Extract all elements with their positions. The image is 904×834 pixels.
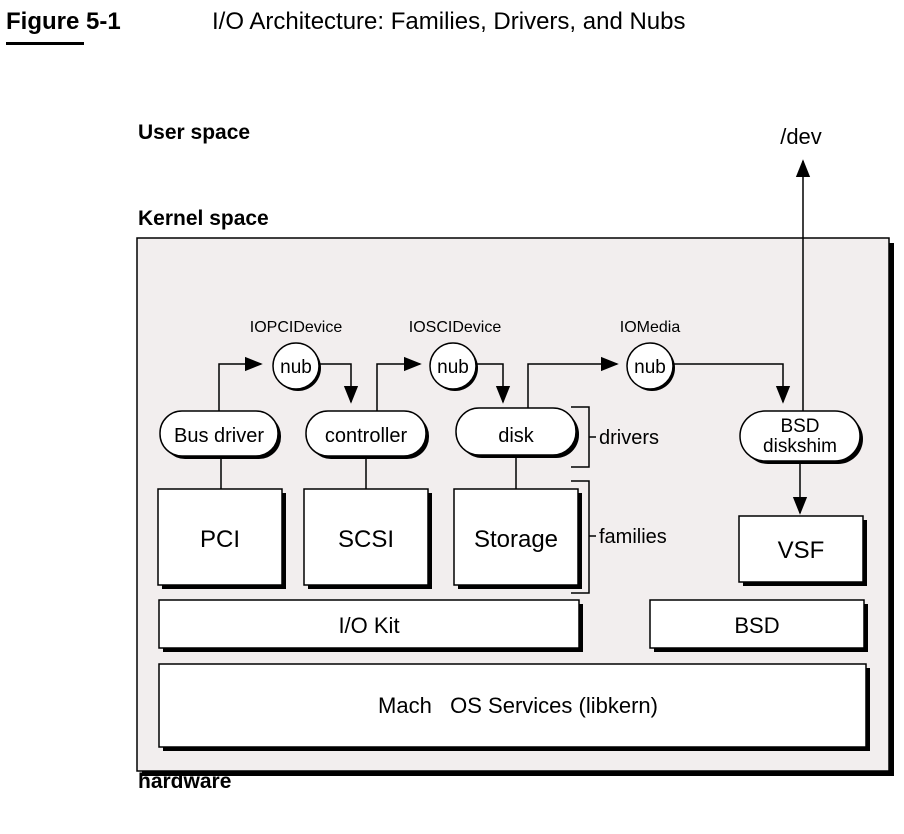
driver-bsd-diskshim-line1: BSD — [780, 416, 819, 437]
figure-label-underline — [6, 42, 84, 45]
layer-iokit-label: I/O Kit — [338, 613, 399, 638]
layer-mach — [158, 663, 867, 748]
arrow-nub-to-controller — [319, 363, 359, 404]
driver-disk — [455, 407, 577, 456]
figure-label: Figure 5-1 — [6, 8, 121, 35]
nub-class-iopcidevice: IOPCIDevice — [250, 319, 343, 336]
family-vsf-label: VSF — [778, 537, 825, 564]
layer-mach-label: Mach OS Services (libkern) — [378, 693, 658, 718]
layer-iokit — [158, 599, 580, 649]
nub-pci — [272, 342, 320, 390]
driver-bsd-diskshim-line2: diskshim — [763, 436, 837, 457]
user-space-label: User space — [138, 121, 251, 144]
arrow-busdriver-to-nub — [218, 356, 263, 413]
families-bracket-label: families — [599, 526, 667, 548]
kernel-space-label: Kernel space — [138, 207, 269, 230]
arrow-nub-to-disk — [476, 363, 511, 404]
layer-bsd-label: BSD — [734, 613, 779, 638]
nub-media-label: nub — [634, 357, 666, 378]
nub-scsi — [429, 342, 477, 390]
family-scsi — [303, 488, 429, 586]
driver-bus-label: Bus driver — [174, 425, 264, 447]
dev-label: /dev — [780, 124, 822, 149]
driver-controller-label: controller — [325, 425, 408, 447]
family-pci — [157, 488, 283, 586]
nub-scsi-label: nub — [437, 357, 469, 378]
driver-disk-label: disk — [498, 425, 535, 447]
nub-media — [626, 342, 674, 390]
driver-controller — [305, 410, 427, 457]
layer-bsd — [649, 599, 865, 649]
family-pci-label: PCI — [200, 526, 240, 553]
arrow-nub-to-diskshim — [673, 363, 791, 404]
family-storage-label: Storage — [474, 526, 558, 553]
nub-pci-label: nub — [280, 357, 312, 378]
family-storage — [453, 488, 579, 586]
driver-bus — [159, 410, 279, 457]
family-vsf — [738, 515, 864, 583]
family-scsi-label: SCSI — [338, 526, 394, 553]
drivers-bracket-label: drivers — [599, 427, 659, 449]
families-bracket — [571, 480, 590, 594]
arrow-disk-to-nub — [527, 356, 619, 413]
nub-class-ioscidevice: IOSCIDevice — [409, 319, 502, 336]
arrow-controller-to-nub — [376, 356, 422, 413]
nub-class-iomedia: IOMedia — [620, 319, 681, 336]
figure-title: I/O Architecture: Families, Drivers, and… — [212, 8, 686, 35]
